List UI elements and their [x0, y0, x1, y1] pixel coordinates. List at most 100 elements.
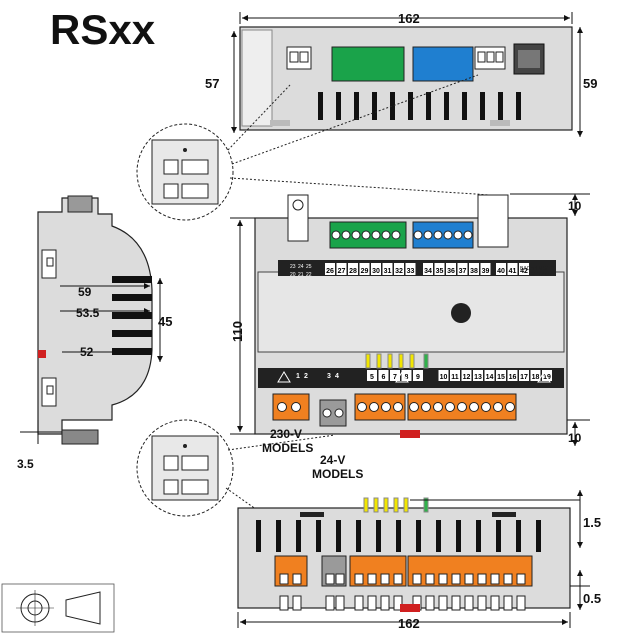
terminal-number: 39: [482, 268, 490, 275]
dim-side-53-5: 53.5: [76, 306, 100, 320]
terminal-number-box: [438, 370, 449, 381]
terminal-number-box: [336, 263, 347, 275]
vent-slot: [480, 92, 485, 120]
terminal-leg: [464, 595, 474, 611]
terminal-number: 7: [393, 374, 397, 381]
terminal-number: 42: [520, 268, 528, 275]
side-view: 59 53.5 45 52 3.5: [17, 195, 172, 471]
terminal-number: 23: [290, 264, 296, 270]
top-view: 162 57 59: [205, 11, 597, 137]
terminal-leg: [425, 595, 435, 611]
vent-slot: [436, 520, 441, 552]
terminal-number: 16: [509, 374, 517, 381]
status-led: [373, 497, 379, 513]
terminal-number-box: [450, 370, 460, 381]
terminal-number: 35: [436, 268, 444, 275]
vent-slot: [316, 520, 321, 552]
terminal-number: 17: [520, 374, 528, 381]
terminal-number-box: [461, 370, 472, 381]
terminal-screw: [381, 230, 391, 240]
front-blue-terminals: [412, 221, 474, 249]
vent-slot: [476, 520, 481, 552]
terminal-number-box: [519, 263, 529, 275]
service-label: SERVICE: [530, 272, 553, 278]
vent-slot: [336, 520, 341, 552]
terminal-screw: [445, 402, 455, 412]
vent-slot: [296, 520, 301, 552]
vent-slot: [462, 92, 467, 120]
terminal-screw: [371, 230, 381, 240]
side-fin: [112, 276, 152, 283]
vent-slot: [354, 92, 359, 120]
terminal-number: 6: [382, 374, 386, 381]
dim-front-height: 110: [230, 321, 245, 342]
dim-side-45: 45: [158, 314, 172, 329]
terminal-number: 40: [497, 268, 505, 275]
terminal-slot: [503, 573, 513, 585]
dim-bottom-h2: 0.5: [583, 591, 601, 606]
dim-side-52: 52: [80, 345, 94, 359]
terminal-number-box: [473, 370, 483, 381]
terminal-number-box: [480, 263, 491, 275]
terminal-leg: [477, 595, 487, 611]
dim-front-top-offset: 10: [568, 199, 582, 213]
terminal-number: 33: [407, 268, 415, 275]
terminal-number-box: [348, 263, 358, 275]
vent-slot: [416, 520, 421, 552]
terminal-number-box: [542, 370, 552, 381]
terminal-screw: [393, 402, 403, 412]
vent-slot: [456, 520, 461, 552]
vent-slot: [396, 520, 401, 552]
terminal-screw: [423, 230, 433, 240]
terminal-number: 37: [459, 268, 467, 275]
terminal-slot: [393, 573, 403, 585]
dim-side-59: 59: [78, 285, 92, 299]
terminal-screw: [351, 230, 361, 240]
terminal-screw: [443, 230, 453, 240]
terminal-number: 10: [440, 374, 448, 381]
status-led: [383, 497, 389, 513]
terminal-screw: [369, 402, 379, 412]
bacnet-label: BACnet MS/TP: [520, 266, 555, 272]
terminal-number: 32: [395, 268, 403, 275]
terminal-screw: [481, 402, 491, 412]
terminal-number: 29: [361, 268, 369, 275]
terminal-slot: [325, 573, 335, 585]
terminal-number: 34: [424, 268, 432, 275]
terminal-slot: [490, 573, 500, 585]
terminal-screw: [433, 402, 443, 412]
dim-top-width: 162: [398, 11, 420, 26]
vent-slot: [498, 92, 503, 120]
status-led: [403, 497, 409, 513]
terminal-number: 31: [384, 268, 392, 275]
vent-slot: [372, 92, 377, 120]
terminal-screw: [391, 230, 401, 240]
terminal-number: 2: [304, 373, 308, 380]
terminal-number-box: [446, 263, 456, 275]
diagram-title: RSxx: [50, 6, 156, 53]
terminal-number: 41: [509, 268, 517, 275]
terminal-leg: [438, 595, 448, 611]
terminal-number-box: [484, 370, 495, 381]
label-230v-models: 230-V MODELS: [262, 427, 313, 455]
status-led: [387, 353, 393, 369]
terminal-leg: [292, 595, 302, 611]
terminal-screw: [457, 402, 467, 412]
bottom-view: 1.5 0.5 162: [237, 490, 601, 631]
terminal-screw: [334, 408, 344, 418]
terminal-slot: [477, 573, 487, 585]
terminal-number-box: [413, 370, 423, 381]
warning-triangle-icon: [277, 371, 551, 383]
dim-top-left-height: 57: [205, 76, 219, 91]
status-led: [398, 353, 404, 369]
vent-slot: [356, 520, 361, 552]
status-led: [363, 497, 369, 513]
terminal-number-box: [496, 263, 506, 275]
terminal-slot: [438, 573, 448, 585]
terminal-screw: [453, 230, 463, 240]
service-button[interactable]: [451, 303, 471, 323]
terminal-number: 12: [463, 374, 471, 381]
vent-slot: [516, 520, 521, 552]
terminal-number: 26: [326, 268, 334, 275]
